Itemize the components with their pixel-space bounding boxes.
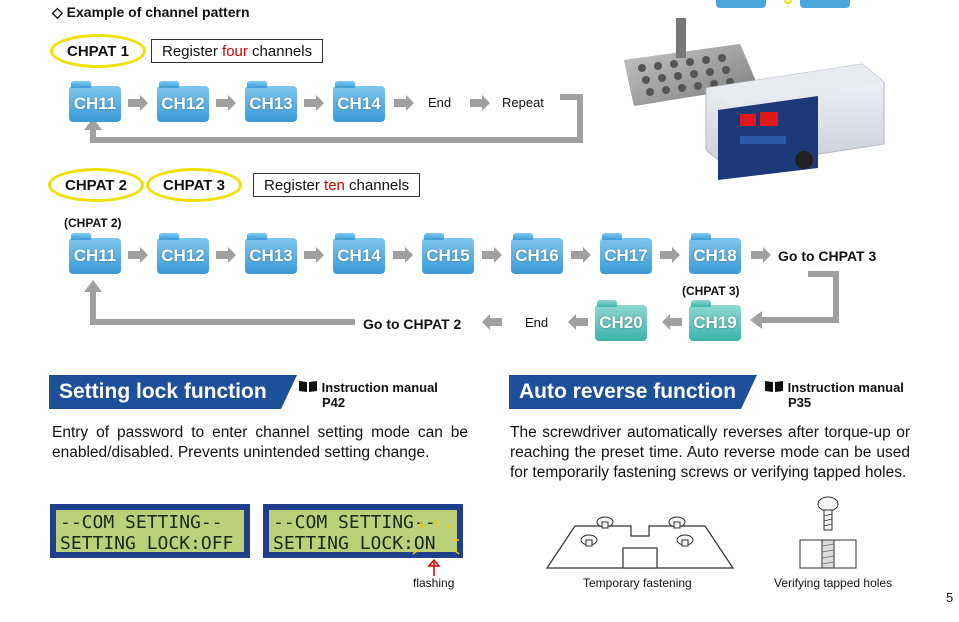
section-title: ◇ Example of channel pattern	[52, 4, 250, 20]
chpat3-channel: CH20	[595, 300, 647, 341]
flashing-caption: flashing	[413, 576, 455, 590]
book-icon	[298, 380, 318, 392]
controller-device-image	[622, 18, 890, 184]
goto-chpat2-label: Go to CHPAT 2	[363, 316, 462, 332]
temporary-fastening-caption: Temporary fastening	[583, 576, 692, 590]
reverse-description: The screwdriver automatically reverses a…	[510, 424, 910, 481]
chpat3-channel: CH19	[689, 300, 741, 341]
chpat1-oval: CHPAT 1	[50, 34, 146, 68]
tapped-holes-caption: Verifying tapped holes	[774, 576, 893, 590]
chpat1-channel: CH13	[245, 81, 297, 122]
right-arrow-icon	[216, 95, 236, 111]
auto-reverse-banner: Auto reverse function	[509, 375, 757, 409]
right-arrow-icon	[751, 247, 771, 263]
chpat3-end-label: End	[525, 315, 549, 330]
right-arrow-icon	[660, 247, 680, 263]
setting-lock-banner: Setting lock function	[49, 375, 297, 409]
left-arrow-icon	[568, 314, 588, 330]
reverse-manual-ref: Instruction manual P35	[764, 380, 904, 410]
book-icon	[764, 380, 784, 392]
lcd-lock-off: --COM SETTING-- SETTING LOCK:OFF	[50, 504, 250, 558]
register-ten-box: Register ten channels	[253, 173, 421, 197]
flashing-indicator	[412, 520, 460, 576]
chpat2-channel: CH11	[69, 233, 121, 274]
right-arrow-icon	[393, 247, 413, 263]
up-arrow-icon	[84, 118, 102, 130]
right-arrow-icon	[304, 247, 324, 263]
right-arrow-icon	[571, 247, 591, 263]
chpat1-channel: CH14	[333, 81, 385, 122]
temporary-fastening-illustration	[545, 516, 735, 569]
lcd-lock-on: --COM SETTING-- SETTING LOCK:ON	[263, 504, 463, 558]
right-arrow-icon	[470, 95, 490, 111]
right-arrow-icon	[394, 95, 414, 111]
left-arrow-icon	[482, 314, 502, 330]
diamond-icon: ◇	[52, 4, 63, 20]
row2-tag: (CHPAT 3)	[682, 284, 740, 298]
tapped-hole-illustration	[799, 496, 857, 569]
right-arrow-icon	[304, 95, 324, 111]
chpat3-oval: CHPAT 3	[146, 168, 242, 202]
right-arrow-icon	[482, 247, 502, 263]
chpat2-channel: CH18	[689, 233, 741, 274]
chpat2-oval: CHPAT 2	[48, 168, 144, 202]
left-arrow-icon	[662, 314, 682, 330]
up-arrow-icon	[84, 280, 102, 292]
chpat1-end-label: End	[428, 95, 452, 110]
lock-manual-ref: Instruction manual P42	[298, 380, 438, 410]
chpat2-channel: CH15	[422, 233, 474, 274]
chpat2-channel: CH17	[600, 233, 652, 274]
chpat1-repeat-label: Repeat	[502, 95, 544, 110]
goto-chpat3-label: Go to CHPAT 3	[778, 248, 877, 264]
right-arrow-icon	[216, 247, 236, 263]
chpat2-channel: CH13	[245, 233, 297, 274]
chpat1-channel: CH12	[157, 81, 209, 122]
left-arrow-icon	[750, 311, 762, 329]
right-arrow-icon	[128, 247, 148, 263]
register-four-box: Register four channels	[151, 39, 324, 63]
page-number: 5	[946, 590, 954, 605]
top-partial-graphic	[716, 0, 850, 8]
right-arrow-icon	[128, 95, 148, 111]
chpat1-channel: CH11	[69, 81, 121, 122]
lock-description: Entry of password to enter channel setti…	[52, 424, 468, 461]
chpat2-channel: CH12	[157, 233, 209, 274]
chpat2-channel: CH16	[511, 233, 563, 274]
row1-tag: (CHPAT 2)	[64, 216, 122, 230]
chpat2-channel: CH14	[333, 233, 385, 274]
